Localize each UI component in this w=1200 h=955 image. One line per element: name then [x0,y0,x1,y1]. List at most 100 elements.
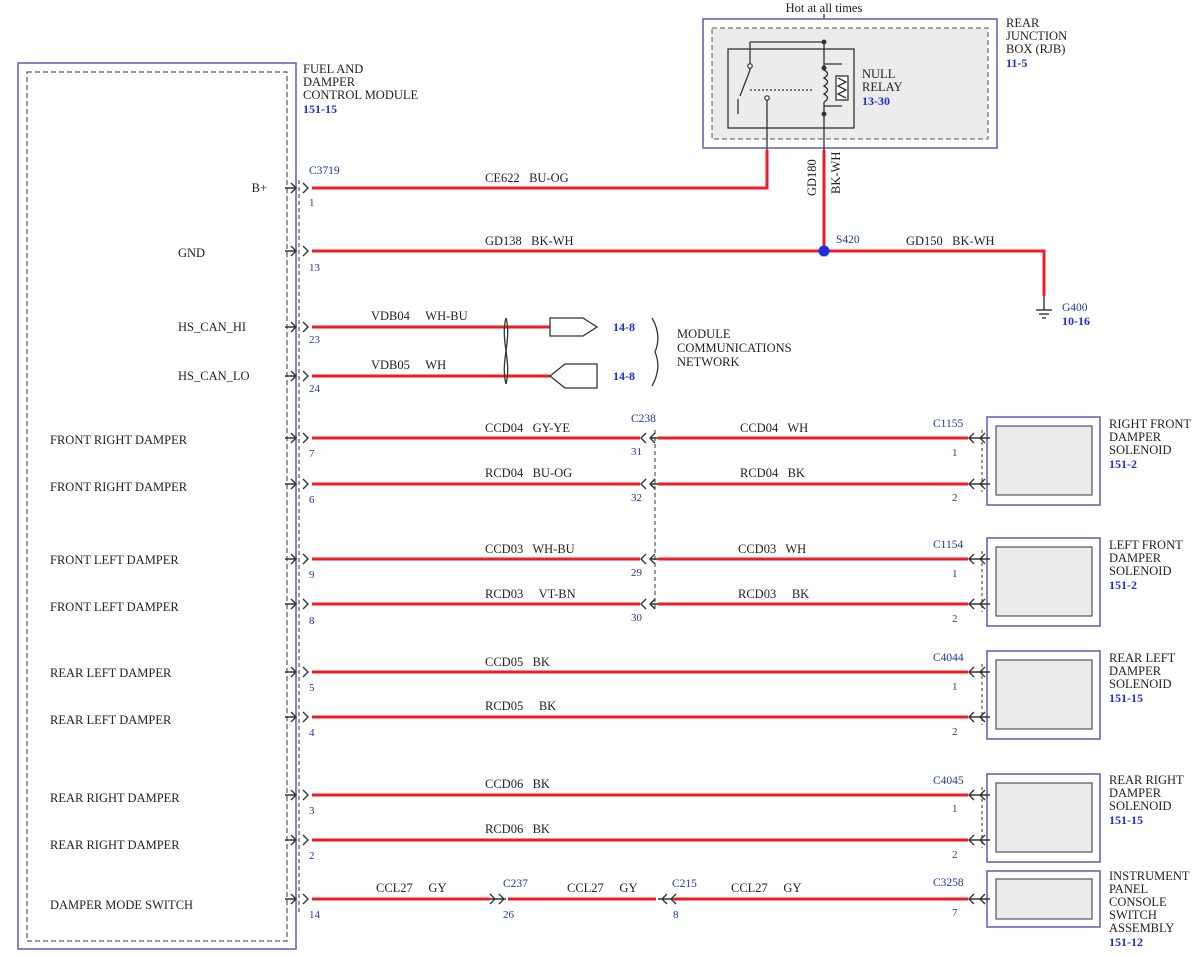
splice-s420-label: S420 [836,234,860,246]
wire-label-gd138: GD138 BK-WH [485,234,574,248]
rl-solenoid-ref-link[interactable]: 151-15 [1109,691,1143,705]
relay-name-line-1: NULL [862,67,895,81]
ip-switch-line-5: ASSEMBLY [1109,921,1174,935]
c4044-pin-2: 2 [952,726,958,738]
c4045-pin-2: 2 [952,849,958,861]
rl-solenoid-line-2: DAMPER [1109,664,1162,678]
rear-right-damper-solenoid[interactable] [986,773,1101,863]
pin-14: 14 [309,909,321,921]
wire-label-ccd04-right: CCD04 WH [740,421,808,435]
module-name-line-1: FUEL AND [303,62,363,76]
c237-terminal[interactable] [489,893,506,905]
connector-c3719: C3719 [309,165,340,177]
wire-label-ccd04-left: CCD04 GY-YE [485,421,570,435]
rjb-name-line-2: JUNCTION [1006,29,1067,43]
connector-c4045: C4045 [933,775,964,787]
component-terminal-arrows [968,432,990,905]
rf-solenoid-line-3: SOLENOID [1109,443,1172,457]
ground-symbol [1036,296,1052,319]
pin-2: 2 [309,850,315,862]
wire-label-ccd05: CCD05 BK [485,655,550,669]
c4045-pin-1: 1 [952,803,958,815]
c4044-pin-1: 1 [952,681,958,693]
relay-ref-link[interactable]: 13-30 [862,94,890,108]
c238-pin-29: 29 [631,567,643,579]
hot-at-all-times-label: Hot at all times [786,1,863,15]
c1154-pin-1: 1 [952,568,958,580]
rf-solenoid-line-2: DAMPER [1109,430,1162,444]
network-brace [651,317,659,387]
connector-c3258: C3258 [933,877,964,889]
c1155-pin-1: 1 [952,447,958,459]
connector-c238: C238 [631,413,656,425]
rjb-name-line-1: REAR [1006,16,1040,30]
relay-node-coil-bottom [821,111,827,117]
rr-solenoid-ref-link[interactable]: 151-15 [1109,813,1143,827]
ip-switch-line-1: INSTRUMENT [1109,869,1190,883]
rl-solenoid-line-1: REAR LEFT [1109,651,1176,665]
splice-s420[interactable] [818,245,830,257]
signal-hs-can-hi: HS_CAN_HI [178,320,246,334]
signal-gnd: GND [178,246,205,260]
right-front-damper-solenoid[interactable] [986,416,1101,506]
wire-label-ccl27-c: CCL27 GY [731,881,802,895]
connector-c237: C237 [503,878,528,890]
rr-solenoid-line-2: DAMPER [1109,786,1162,800]
fuel-damper-control-module[interactable] [17,62,297,950]
pin-3: 3 [309,805,315,817]
can-hi-ref-link[interactable]: 14-8 [613,320,635,334]
wire-label-ce622: CE622 BU-OG [485,171,569,185]
c215-terminal[interactable] [658,893,677,905]
signal-rear-right-damper-2: REAR RIGHT DAMPER [50,838,180,852]
wire-label-gd180-color: BK-WH [829,152,843,194]
module-name-line-3: CONTROL MODULE [303,88,419,102]
wire-label-ccl27-a: CCL27 GY [376,881,447,895]
c1154-pin-2: 2 [952,613,958,625]
lf-solenoid-line-3: SOLENOID [1109,564,1172,578]
signal-front-left-damper-2: FRONT LEFT DAMPER [50,600,179,614]
c238-pin-30: 30 [631,612,643,624]
wire-ce622[interactable] [312,150,769,190]
rear-left-damper-solenoid[interactable] [986,650,1101,740]
pin-5: 5 [309,682,315,694]
signal-damper-mode-switch: DAMPER MODE SWITCH [50,898,193,912]
rf-solenoid-line-1: RIGHT FRONT [1109,417,1191,431]
can-hi-outbound-connector [549,317,599,337]
lf-solenoid-line-1: LEFT FRONT [1109,538,1183,552]
wire-label-rcd03-left: RCD03 VT-BN [485,587,576,601]
relay-node-top [821,39,827,45]
wire-label-rcd06: RCD06 BK [485,822,550,836]
rr-solenoid-line-3: SOLENOID [1109,799,1172,813]
wire-label-gd150: GD150 BK-WH [906,234,995,248]
wire-label-vdb05: VDB05 WH [371,358,446,372]
null-relay-box [727,48,855,129]
signal-front-right-damper-2: FRONT RIGHT DAMPER [50,480,188,494]
signal-bplus: B+ [252,181,267,195]
pin-1: 1 [309,197,315,209]
can-lo-ref-link[interactable]: 14-8 [613,369,635,383]
ground-ref-link[interactable]: 10-16 [1062,314,1090,328]
module-ref-link[interactable]: 151-15 [303,102,337,116]
signal-rear-left-damper-2: REAR LEFT DAMPER [50,713,172,727]
rear-junction-box[interactable] [702,18,998,149]
network-line-3: NETWORK [677,355,740,369]
pin-13: 13 [309,262,321,274]
lf-solenoid-ref-link[interactable]: 151-2 [1109,578,1137,592]
c3258-pin-7: 7 [952,907,958,919]
network-line-1: MODULE [677,327,731,341]
left-front-damper-solenoid[interactable] [986,537,1101,627]
instrument-panel-console-switch-assembly[interactable] [986,870,1101,928]
ip-switch-line-4: SWITCH [1109,908,1157,922]
relay-name-line-2: RELAY [862,80,903,94]
wire-gd150[interactable] [824,249,1046,296]
ip-switch-ref-link[interactable]: 151-12 [1109,935,1143,949]
can-twisted-pair [503,317,509,385]
rjb-name-line-3: BOX (RJB) [1006,42,1065,56]
c237-pin-26: 26 [503,909,515,921]
ip-switch-line-3: CONSOLE [1109,895,1167,909]
rjb-ref-link[interactable]: 11-5 [1006,56,1027,70]
rf-solenoid-ref-link[interactable]: 151-2 [1109,457,1137,471]
ip-switch-line-2: PANEL [1109,882,1148,896]
signal-hs-can-lo: HS_CAN_LO [178,369,250,383]
